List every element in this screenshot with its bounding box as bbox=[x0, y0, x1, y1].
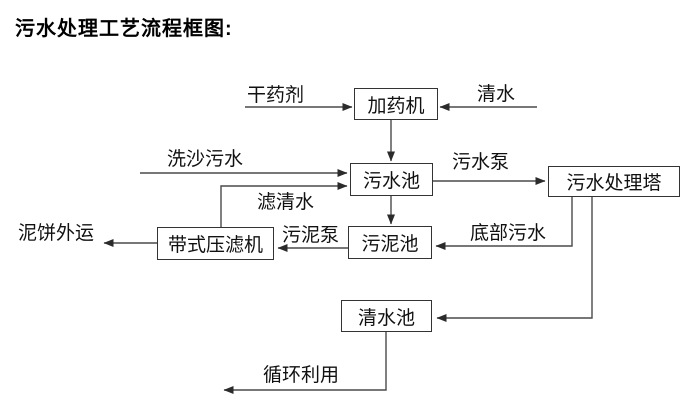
node-sewage-pool: 污水池 bbox=[350, 163, 433, 196]
label-sand-washing-sewage: 洗沙污水 bbox=[167, 149, 244, 170]
node-sewage-treatment-tower: 污水处理塔 bbox=[548, 166, 680, 197]
node-dosing-machine: 加药机 bbox=[354, 88, 438, 120]
page-title: 污水处理工艺流程框图: bbox=[15, 18, 233, 40]
label-bottom-sewage: 底部污水 bbox=[470, 223, 547, 244]
label-filtered-water: 滤清水 bbox=[257, 192, 315, 213]
label-sludge-pump: 污泥泵 bbox=[282, 225, 340, 246]
node-clean-water-pool: 清水池 bbox=[341, 300, 432, 332]
label-clean-water: 清水 bbox=[477, 84, 516, 105]
node-sludge-pool: 污泥池 bbox=[348, 226, 432, 259]
node-belt-filter-press: 带式压滤机 bbox=[157, 227, 274, 260]
edge-tower-to-clean-water-pool bbox=[436, 197, 593, 322]
label-recycle-use: 循环利用 bbox=[263, 365, 340, 386]
label-dry-agent: 干药剂 bbox=[247, 85, 305, 106]
label-sewage-pump: 污水泵 bbox=[452, 152, 510, 173]
label-mud-cake-outbound: 泥饼外运 bbox=[18, 223, 95, 244]
